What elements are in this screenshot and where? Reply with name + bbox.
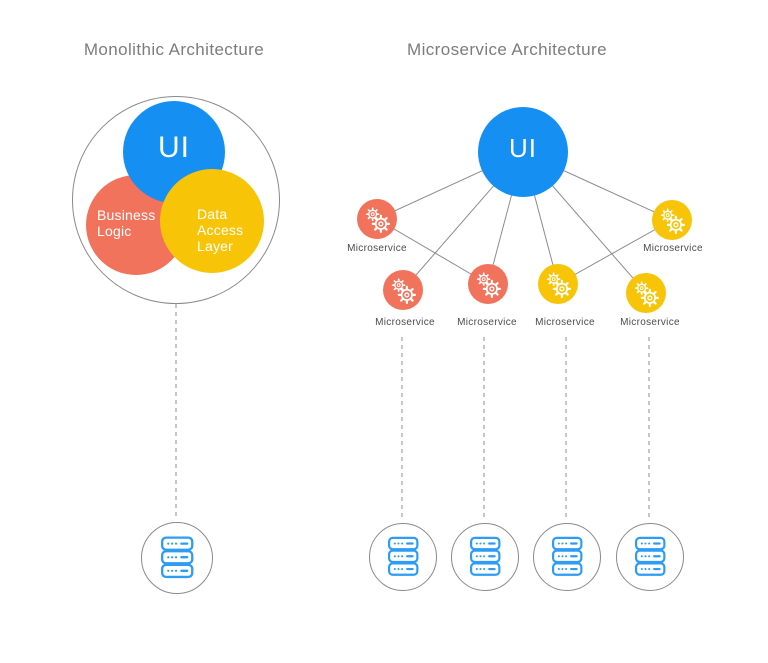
data-access-label: Data Access Layer bbox=[197, 206, 244, 254]
gears-icon bbox=[389, 276, 418, 305]
microservice-database-node bbox=[616, 523, 684, 591]
microservice-to-microservice-line bbox=[376, 218, 489, 285]
microservice-label: Microservice bbox=[457, 317, 517, 328]
microservice-label: Microservice bbox=[620, 317, 680, 328]
gears-icon bbox=[632, 279, 661, 308]
microservice-database-node bbox=[451, 523, 519, 591]
microservice-database-node bbox=[369, 523, 437, 591]
server-stack-icon bbox=[635, 536, 666, 578]
microservice-label: Microservice bbox=[347, 243, 407, 254]
microservice-node bbox=[652, 200, 692, 240]
server-stack-icon bbox=[470, 536, 501, 578]
monolith-boundary-circle bbox=[72, 96, 280, 304]
server-stack-icon bbox=[388, 536, 419, 578]
microservice-label: Microservice bbox=[535, 317, 595, 328]
gears-icon bbox=[658, 206, 687, 235]
server-stack-icon bbox=[552, 536, 583, 578]
microservice-node bbox=[468, 264, 508, 304]
gears-icon bbox=[474, 270, 503, 299]
microservice-ui-circle: UI bbox=[478, 107, 568, 197]
monolithic-title: Monolithic Architecture bbox=[83, 40, 265, 59]
monolith-ui-label: UI bbox=[158, 131, 190, 164]
microservice-node bbox=[383, 270, 423, 310]
gears-icon bbox=[363, 205, 392, 234]
microservice-label: Microservice bbox=[643, 243, 703, 254]
microservice-to-microservice-line bbox=[557, 219, 673, 285]
microservice-node bbox=[626, 273, 666, 313]
business-logic-label: Business Logic bbox=[97, 207, 156, 239]
gears-icon bbox=[544, 270, 573, 299]
microservice-node bbox=[357, 199, 397, 239]
microservice-database-node bbox=[533, 523, 601, 591]
microservice-title: Microservice Architecture bbox=[407, 40, 607, 59]
microservice-ui-label: UI bbox=[509, 132, 537, 163]
monolith-database-node bbox=[141, 522, 213, 594]
microservice-node bbox=[538, 264, 578, 304]
server-stack-icon bbox=[161, 536, 194, 580]
microservice-label: Microservice bbox=[375, 317, 435, 328]
data-access-circle: Data Access Layer bbox=[160, 169, 264, 273]
